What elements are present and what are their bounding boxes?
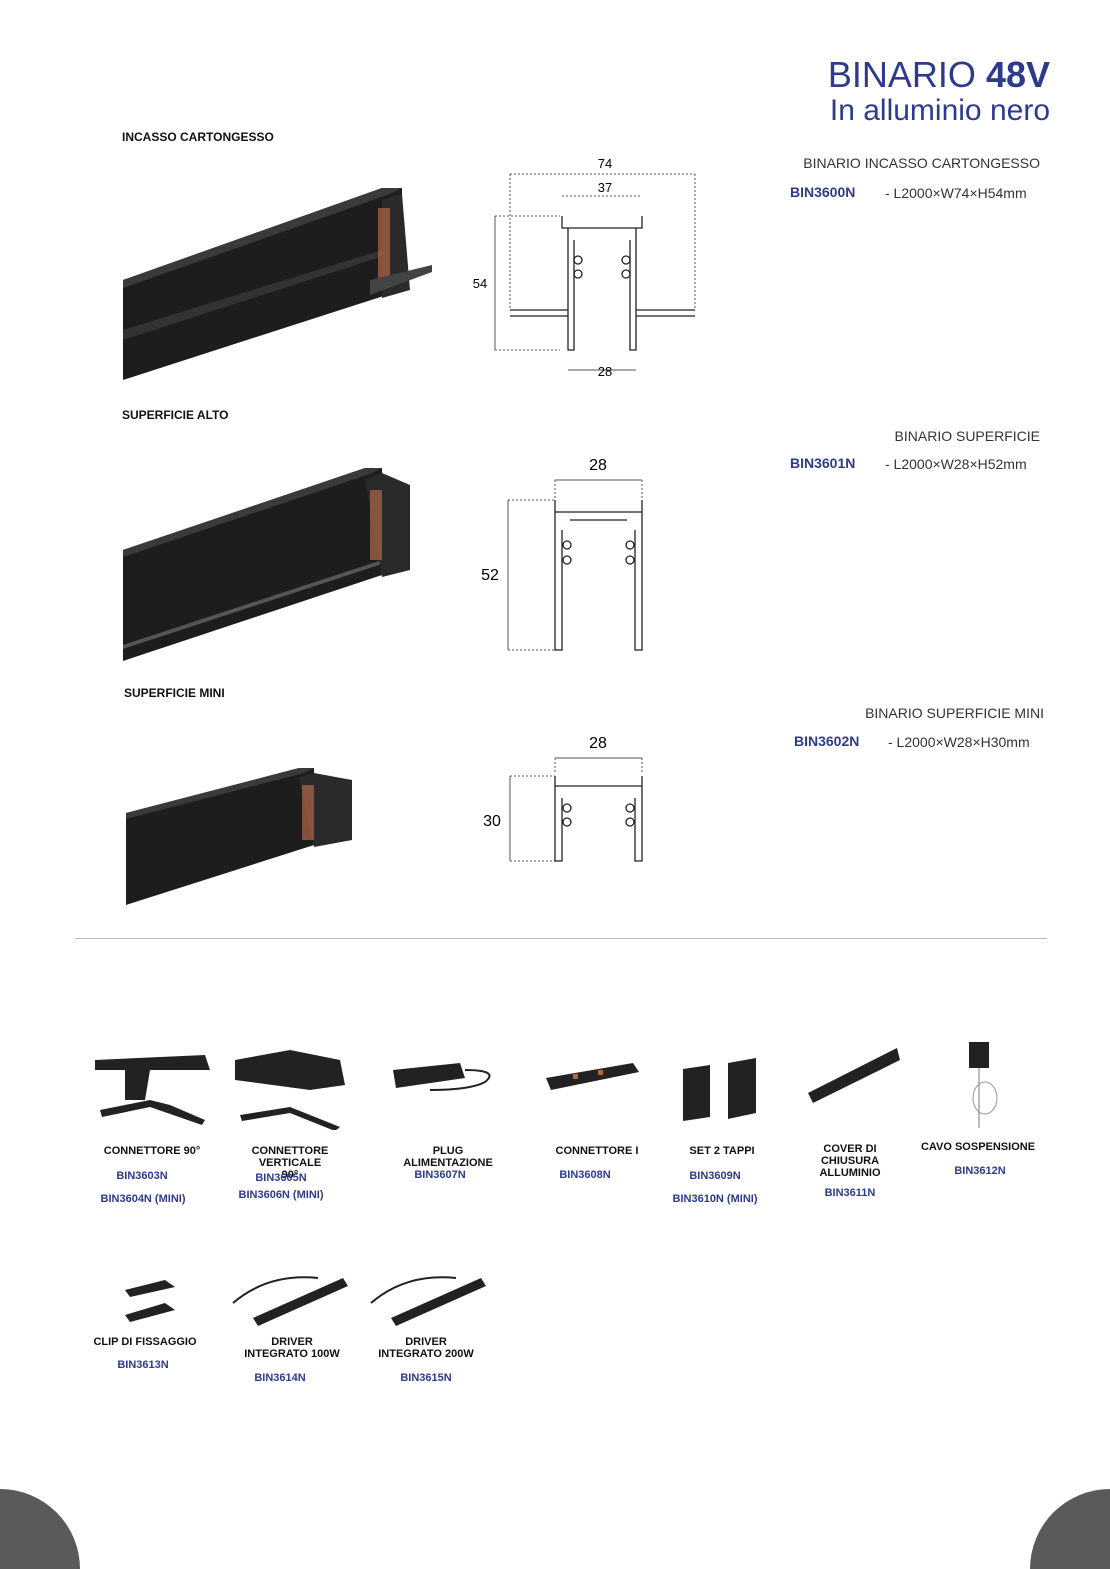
section-label: SUPERFICIE MINI: [124, 686, 225, 700]
dim-width-top: 28: [589, 735, 607, 752]
accessory-code: BIN3610N (MINI): [672, 1193, 758, 1205]
title-light: BINARIO: [827, 54, 986, 95]
product-name: BINARIO SUPERFICIE: [894, 428, 1040, 444]
dim-height: 30: [483, 813, 501, 830]
dim-width-inner: 37: [598, 180, 612, 195]
accessory-code: BIN3608N: [559, 1169, 611, 1181]
accessory-code: BIN3607N: [414, 1169, 466, 1181]
accessory-label: CONNETTORE 90°: [103, 1145, 201, 1157]
profile-drawing-incasso: 74 37 54 28: [473, 156, 696, 379]
cavo-image: [969, 1042, 998, 1128]
accessory-label: CONNETTORE I: [555, 1145, 639, 1157]
accessory-label: CONNETTORE VERTICALE 90°: [251, 1145, 329, 1181]
accessory-code: BIN3611N: [824, 1187, 876, 1199]
clip-image: [125, 1280, 175, 1322]
accessory-label: DRIVER INTEGRATO 100W: [244, 1336, 340, 1360]
accessory-label: SET 2 TAPPI: [689, 1145, 755, 1157]
accessory-label: COVER DI CHIUSURA ALLUMINIO: [819, 1143, 881, 1179]
corner-decoration-left: [0, 1489, 80, 1569]
connettore-90-image: [95, 1055, 210, 1125]
accessory-label: DRIVER INTEGRATO 200W: [378, 1336, 474, 1360]
accessory-code: BIN3612N: [954, 1165, 1006, 1177]
driver-100w-image: [232, 1276, 348, 1326]
product-dimensions: - L2000×W28×H30mm: [888, 734, 1030, 750]
corner-decoration-right: [1030, 1489, 1110, 1569]
divider: [75, 938, 1047, 939]
cover-image: [808, 1048, 900, 1103]
dim-height: 54: [473, 276, 487, 291]
product-name: BINARIO INCASSO CARTONGESSO: [803, 155, 1040, 171]
profile-drawing-mini: 28 30: [483, 735, 643, 862]
title-bold: 48V: [985, 54, 1050, 95]
page-header: BINARIO 48V In alluminio nero: [828, 56, 1050, 128]
accessory-code: BIN3613N: [117, 1359, 169, 1371]
accessory-code: BIN3603N: [116, 1170, 168, 1182]
connettore-i-image: [546, 1063, 639, 1090]
accessory-label: CLIP DI FISSAGGIO: [93, 1336, 197, 1348]
dim-width-top: 28: [589, 457, 607, 474]
accessory-label: CAVO SOSPENSIONE: [920, 1141, 1036, 1153]
accessory-code: BIN3606N (MINI): [238, 1189, 324, 1201]
profile-drawing-superficie: 28 52: [481, 457, 643, 651]
accessory-label: PLUG ALIMENTAZIONE: [403, 1145, 493, 1169]
product-dimensions: - L2000×W28×H52mm: [885, 456, 1027, 472]
page-subtitle: In alluminio nero: [829, 94, 1050, 127]
accessory-code: BIN3605N: [255, 1172, 307, 1184]
product-code: BIN3602N: [794, 733, 860, 749]
section-label: SUPERFICIE ALTO: [122, 408, 229, 422]
rail-image-superficie: [123, 468, 410, 661]
product-dimensions: - L2000×W74×H54mm: [885, 185, 1027, 201]
accessory-code: BIN3609N: [689, 1170, 741, 1182]
plug-image: [393, 1063, 491, 1091]
product-code: BIN3601N: [790, 455, 856, 471]
driver-200w-image: [370, 1276, 486, 1326]
product-code: BIN3600N: [790, 184, 856, 200]
rail-image-mini: [126, 768, 352, 905]
accessory-code: BIN3614N: [254, 1372, 306, 1384]
dim-width-bottom: 28: [598, 364, 612, 379]
page-title: BINARIO 48V: [828, 56, 1050, 94]
dim-width-top: 74: [598, 156, 612, 171]
product-name: BINARIO SUPERFICIE MINI: [865, 705, 1044, 721]
dim-height: 52: [481, 567, 499, 584]
rail-image-incasso: [123, 188, 432, 380]
accessory-code: BIN3615N: [400, 1372, 452, 1384]
section-label: INCASSO CARTONGESSO: [122, 130, 274, 144]
connettore-verticale-image: [235, 1050, 345, 1130]
set-tappi-image: [683, 1058, 756, 1121]
accessory-code: BIN3604N (MINI): [100, 1193, 186, 1205]
